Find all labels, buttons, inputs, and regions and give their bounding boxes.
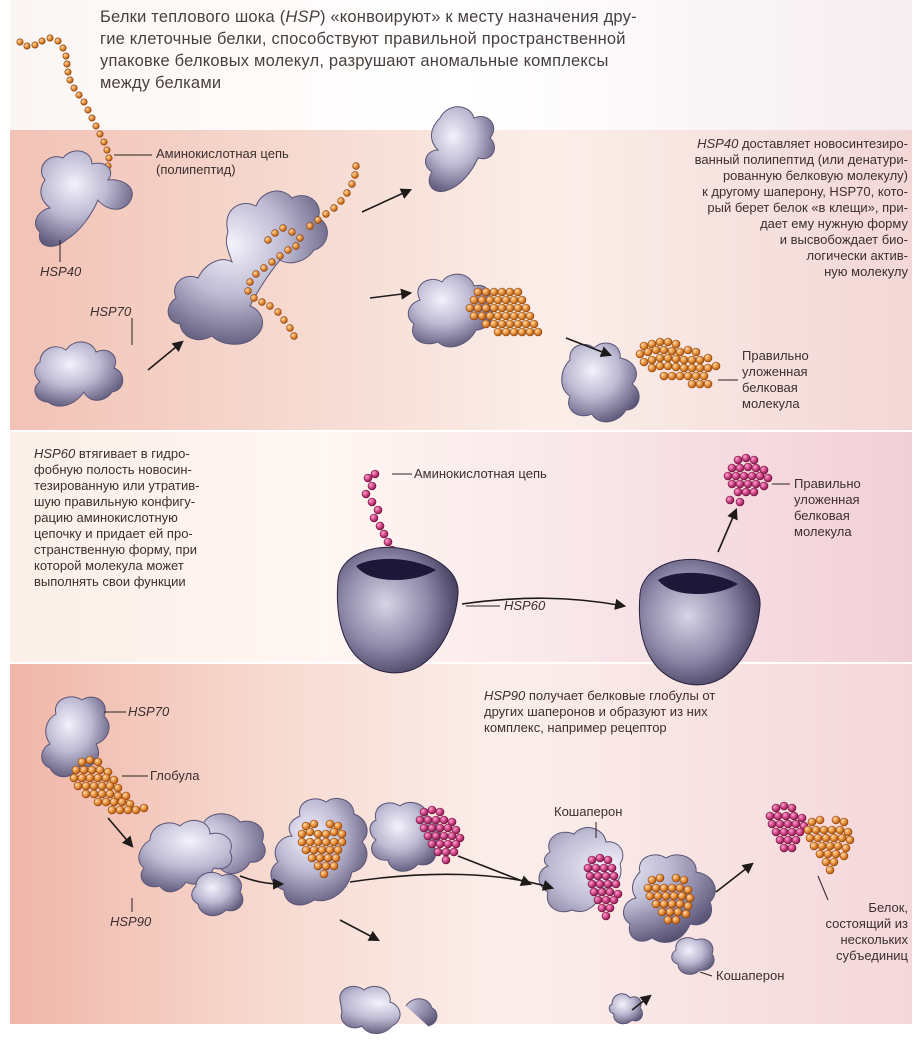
small-fragment: [609, 994, 642, 1024]
label-hsp70: HSP70: [90, 304, 131, 320]
hsp70-fragment: [340, 986, 437, 1033]
final-protein: [766, 802, 854, 874]
label-amino-chain-2: Аминокислотная цепь: [414, 466, 547, 482]
hsp70-released: [562, 343, 639, 422]
globule: [70, 756, 148, 814]
hsp70-free: [35, 342, 123, 406]
header-line-3: упаковке белковых молекул, разрушают ано…: [100, 50, 910, 72]
label-folded-protein-2: Правильно уложенная белковая молекула: [794, 476, 861, 540]
label-amino-chain: Аминокислотная цепь (полипептид): [156, 146, 289, 178]
header-text: Белки теплового шока (HSP) «конвоируют» …: [100, 6, 910, 94]
header-line-2: гие клеточные белки, способствуют правил…: [100, 28, 910, 50]
cochaperone-complex: [539, 828, 715, 943]
hsp60-description: HSP60 втягивает в гидро- фобную полость …: [34, 446, 324, 590]
header-line-4: между белками: [100, 72, 910, 94]
hsp90-description: HSP90 получает белковые глобулы от други…: [484, 688, 884, 736]
folded-protein-orange: [636, 338, 720, 388]
hsp40-description: HSP40 доставляет новосинтезиро- ванный п…: [548, 136, 908, 280]
hsp40-protein: [35, 151, 132, 247]
label-cochaperone-top: Кошаперон: [554, 804, 622, 820]
hsp70-protein: [168, 191, 327, 344]
folded-protein-magenta: [724, 454, 772, 506]
label-globule: Глобула: [150, 768, 199, 784]
label-hsp90: HSP90: [110, 914, 151, 930]
header-line-1: Белки теплового шока (HSP) «конвоируют» …: [100, 6, 910, 28]
label-hsp60: HSP60: [504, 598, 545, 614]
label-cochaperone-bottom: Кошаперон: [716, 968, 784, 984]
hsp90-small-piece: [192, 872, 243, 915]
label-multisubunit-protein: Белок, состоящий из нескольких субъедини…: [766, 900, 908, 964]
label-folded-protein-1: Правильно уложенная белковая молекула: [742, 348, 809, 412]
cochaperone-bottom: [672, 938, 714, 975]
label-hsp70-p3: HSP70: [128, 704, 169, 720]
hsp40-released: [425, 107, 494, 192]
label-hsp40: HSP40: [40, 264, 81, 280]
